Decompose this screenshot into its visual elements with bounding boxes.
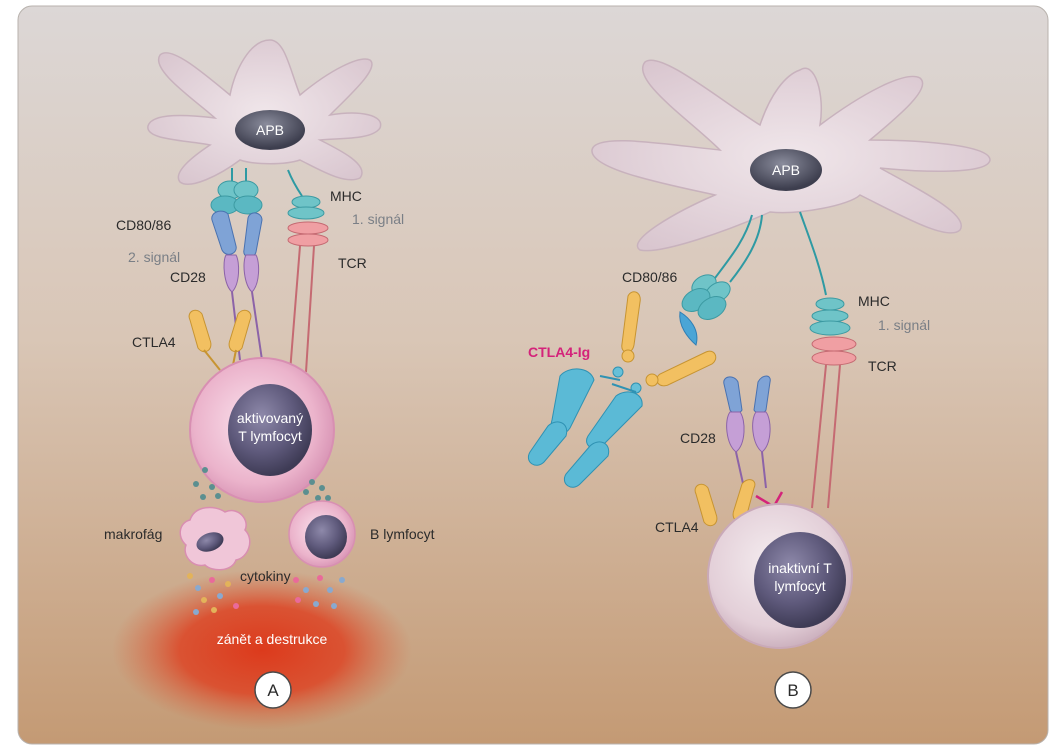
apc-label-b: APB (772, 162, 800, 178)
apc-cell-a: APB (147, 39, 382, 185)
panel-letter-b: B (787, 681, 798, 700)
panel-letter-b-badge: B (774, 671, 812, 709)
mhc-tcr-complex-a (287, 195, 329, 373)
b-cell-label: B lymfocyt (370, 526, 435, 542)
apc-nucleus-a (235, 110, 305, 150)
ctla4-label-a: CTLA4 (132, 334, 176, 350)
cd28-label-b: CD28 (680, 430, 716, 446)
tcr-label-b: TCR (868, 358, 897, 374)
cd80-label-a: CD80/86 (116, 217, 171, 233)
panel-letter-a: A (267, 681, 279, 700)
inflammation-label: zánět a destrukce (217, 631, 328, 647)
mhc-stalk-a (287, 169, 303, 197)
panel-b: APB (528, 59, 991, 709)
mhc-tcr-complex-b (809, 297, 857, 509)
tcr-label-a: TCR (338, 255, 367, 271)
ctla4-molecule-a (188, 309, 252, 371)
signal1-label-b: 1. signál (878, 317, 930, 333)
macrophage-label: makrofág (104, 526, 162, 542)
panel-a: APB (104, 39, 435, 730)
cd28-label-a: CD28 (170, 269, 206, 285)
mhc-label-a: MHC (330, 188, 362, 204)
t-cell-label-b-line2: lymfocyt (774, 578, 825, 594)
signal1-label-a: 1. signál (352, 211, 404, 227)
cd80-molecule-a (210, 180, 263, 215)
macrophage-cell (179, 506, 251, 571)
ctla4-molecule-b (694, 479, 756, 527)
ctla4-ig-molecule (528, 291, 717, 488)
mhc-label-b: MHC (858, 293, 890, 309)
apc-cell-b: APB (591, 59, 991, 252)
t-cell-label-a-line1: aktivovaný (237, 410, 303, 426)
t-cell-label-b-line1: inaktivní T (768, 560, 832, 576)
apc-nucleus-b (750, 149, 822, 191)
cd28-molecule-a (211, 210, 263, 361)
cytokine-dots-top (193, 467, 331, 501)
cd80-label-b: CD80/86 (622, 269, 677, 285)
ctla4-label-b: CTLA4 (655, 519, 699, 535)
t-cell-label-a-line2: T lymfocyt (238, 428, 302, 444)
cytokines-label: cytokiny (240, 568, 291, 584)
inactive-t-cell: inaktivní T lymfocyt (707, 503, 853, 649)
signal2-label-a: 2. signál (128, 249, 180, 265)
panel-letter-a-badge: A (254, 671, 292, 709)
mhc-stalk-b (799, 211, 827, 296)
cd80-molecule-b (679, 274, 731, 346)
b-cell (288, 500, 356, 568)
activated-t-cell: aktivovaný T lymfocyt (189, 357, 335, 503)
inflammation-area (112, 570, 412, 730)
cd80-stalk-b (714, 214, 763, 283)
ctla4-ig-label: CTLA4-Ig (528, 344, 590, 360)
cytokine-dots-bottom (187, 573, 345, 615)
cd28-molecule-b (723, 375, 771, 489)
apc-label-a: APB (256, 122, 284, 138)
